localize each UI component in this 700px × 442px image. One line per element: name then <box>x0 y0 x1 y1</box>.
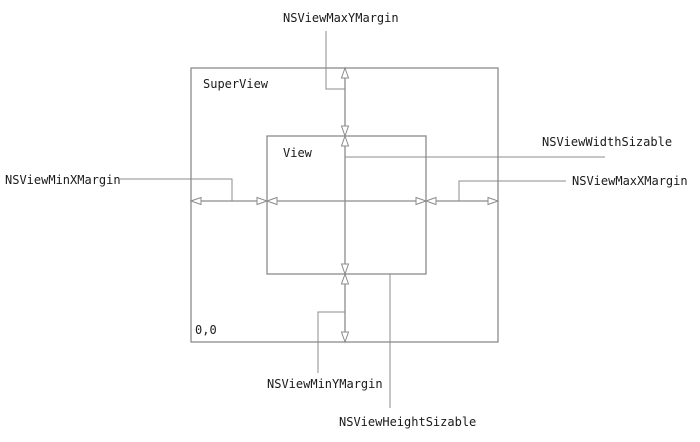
min-x-margin-label: NSViewMinXMargin <box>5 173 121 187</box>
min-y-margin-arrow-end-head <box>340 331 350 344</box>
arrow-heads <box>189 66 500 344</box>
max-y-margin-arrow-end-head <box>340 125 350 138</box>
width-sizable-label: NSViewWidthSizable <box>542 135 672 149</box>
view-width-arrow-start-head <box>265 196 278 206</box>
min-y-margin-arrow-start-head <box>340 272 350 285</box>
superview-label: SuperView <box>203 77 269 91</box>
view-label: View <box>283 146 313 160</box>
height-sizable-label: NSViewHeightSizable <box>339 415 476 429</box>
min-y-margin-leader <box>317 311 345 373</box>
min-y-margin-label: NSViewMinYMargin <box>267 377 383 391</box>
max-y-margin-leader <box>325 31 345 90</box>
max-x-margin-arrow-end-head <box>487 196 500 206</box>
max-x-margin-arrow-start-head <box>424 196 437 206</box>
max-y-margin-arrow-start-head <box>340 66 350 79</box>
min-x-margin-arrow-end-head <box>256 196 269 206</box>
min-x-margin-leader <box>120 178 233 201</box>
view-height-arrow-start-head <box>340 134 350 147</box>
max-y-margin-label: NSViewMaxYMargin <box>283 11 399 25</box>
max-x-margin-leader <box>458 180 566 201</box>
max-x-margin-label: NSViewMaxXMargin <box>572 174 688 188</box>
origin-label: 0,0 <box>195 323 217 337</box>
view-width-arrow-end-head <box>415 196 428 206</box>
min-x-margin-arrow-start-head <box>189 196 202 206</box>
view-box <box>266 135 427 275</box>
view-height-arrow-end-head <box>340 263 350 276</box>
